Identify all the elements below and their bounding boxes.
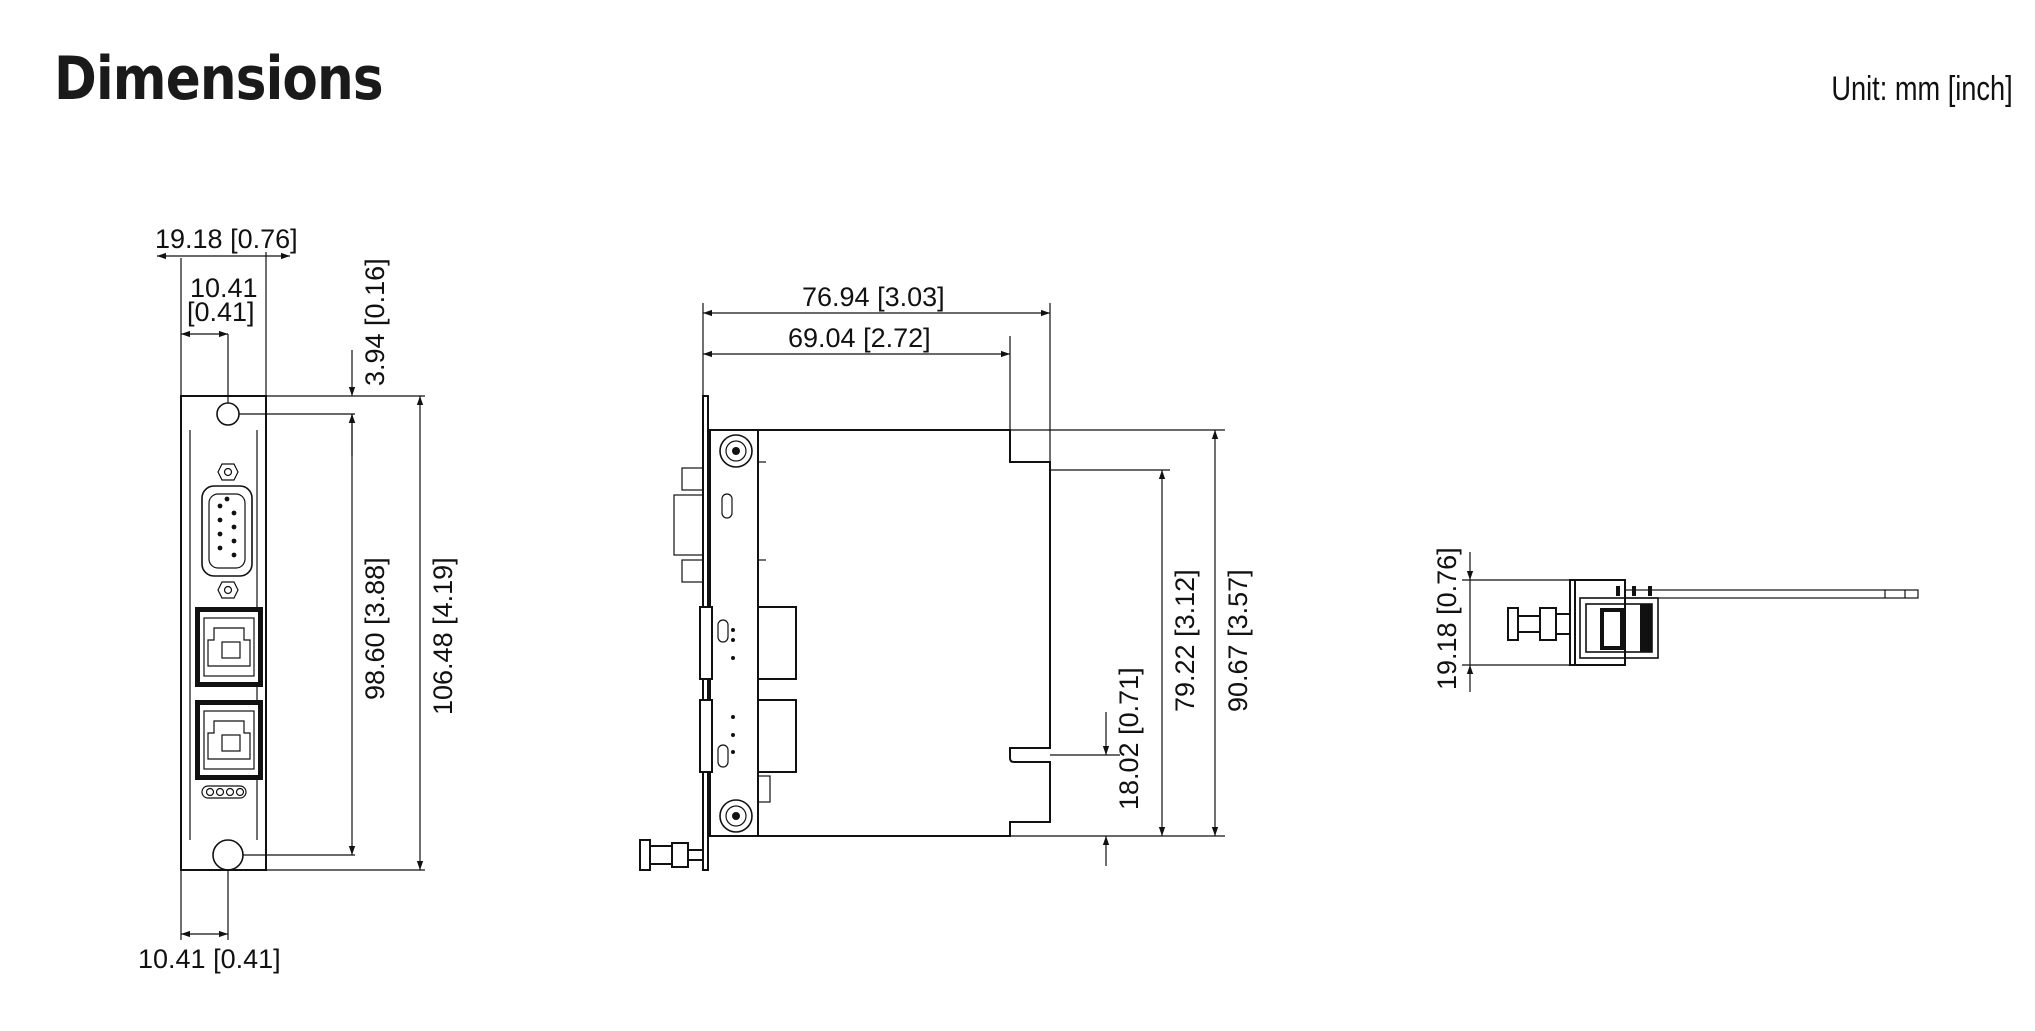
- ethernet-port-1: [195, 607, 263, 687]
- unit-label: Unit: mm [inch]: [1831, 70, 2013, 108]
- pcb-board-outline: [757, 429, 1051, 837]
- rj45-connector-side-2: [699, 699, 797, 773]
- db9-serial-connector: [201, 463, 253, 599]
- ethernet-port-2: [195, 700, 263, 780]
- dim-side-inner-depth: 69.04 [2.72]: [788, 323, 931, 353]
- dim-side-slot: 18.02 [0.71]: [1114, 667, 1144, 810]
- bottom-standoff-screw: [719, 799, 753, 833]
- dim-front-width: 19.18 [0.76]: [155, 224, 298, 254]
- dim-top-thickness: 19.18 [0.76]: [1432, 547, 1462, 690]
- page-title: Dimensions: [54, 44, 384, 114]
- dim-side-height: 90.67 [3.57]: [1223, 569, 1253, 712]
- thumbscrew: [639, 839, 704, 871]
- front-view: 19.18 [0.76] 10.41 [0.41] 3.94 [0.16] 98…: [138, 224, 458, 974]
- dim-side-depth: 76.94 [3.03]: [802, 282, 945, 312]
- status-leds: [201, 785, 247, 799]
- top-thumbscrew: [1507, 607, 1571, 641]
- dim-front-bottom-offset: 10.41 [0.41]: [138, 944, 281, 974]
- dim-front-hole-offset-in: [0.41]: [187, 297, 255, 327]
- side-view: 76.94 [3.03] 69.04 [2.72] 18.02 [0.71] 7…: [639, 282, 1253, 871]
- dim-front-hole-spacing: 98.60 [3.88]: [360, 557, 390, 700]
- top-standoff-screw: [719, 434, 753, 468]
- db9-connector-side: [673, 467, 733, 583]
- rj45-connector-side-1: [699, 606, 797, 680]
- top-connector-housing: [1579, 586, 1659, 659]
- top-view: 19.18 [0.76]: [1432, 547, 1919, 692]
- dim-side-board-height: 79.22 [3.12]: [1170, 569, 1200, 712]
- top-pcb-strip: [1624, 589, 1919, 599]
- dim-front-height: 106.48 [4.19]: [428, 557, 458, 715]
- side-connector-strip: [709, 429, 759, 837]
- dim-front-top-hole: 3.94 [0.16]: [360, 258, 390, 386]
- dim-front-hole-offset-mm: 10.41: [190, 273, 258, 303]
